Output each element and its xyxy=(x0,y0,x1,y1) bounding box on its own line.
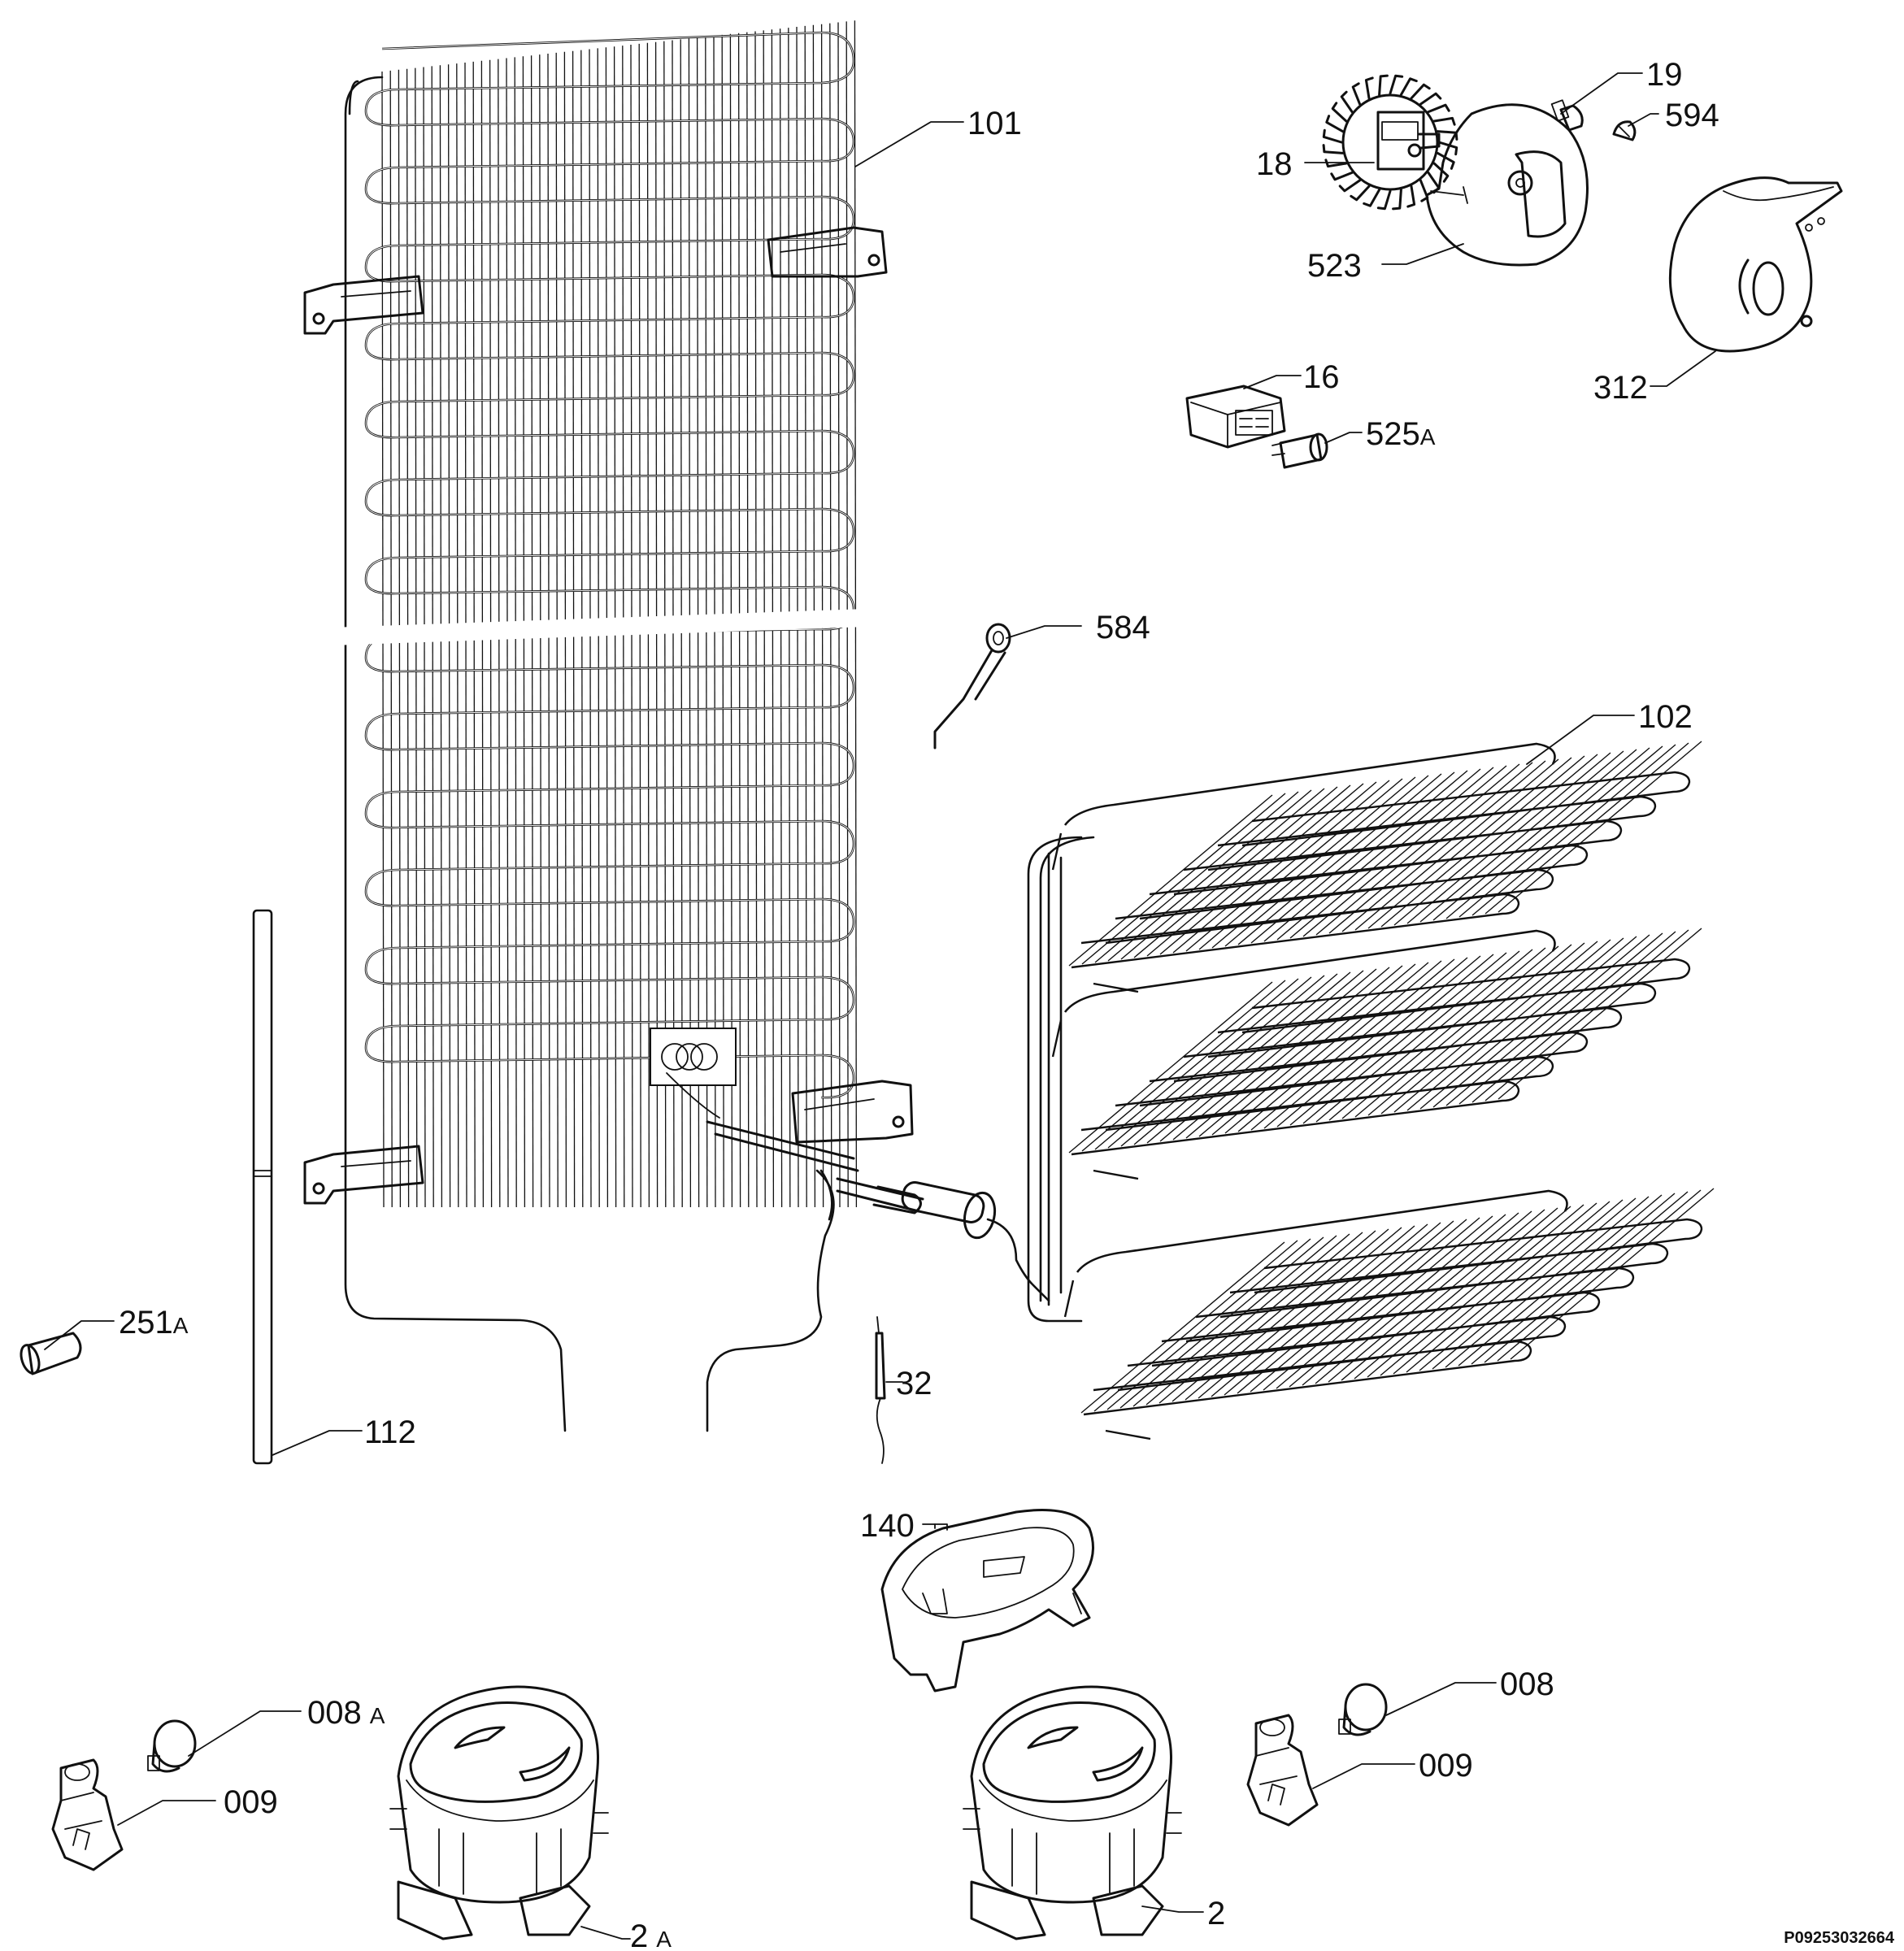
leader-lines xyxy=(44,72,1716,1940)
condenser-grid xyxy=(303,20,914,1432)
start-relay-right xyxy=(1246,1714,1319,1827)
label-16: 16 xyxy=(1303,359,1340,395)
overload-protector-right xyxy=(1338,1683,1388,1736)
label-584: 584 xyxy=(1096,610,1150,645)
pipe-insulation-tube xyxy=(252,909,273,1465)
start-relay-left xyxy=(51,1758,124,1871)
capillary-coil xyxy=(650,1028,737,1119)
label-112: 112 xyxy=(364,1414,416,1450)
compressor-a xyxy=(389,1685,609,1940)
sensor-probe xyxy=(875,1316,886,1464)
part-labels: 101 102 112 251A 32 584 18 19 594 523 31… xyxy=(119,57,1895,1951)
label-523: 523 xyxy=(1307,248,1362,284)
bulb-holder xyxy=(1550,99,1584,132)
filter-drier xyxy=(706,1120,1050,1302)
label-32: 32 xyxy=(896,1366,932,1401)
label-102: 102 xyxy=(1638,699,1693,735)
sleeve-part xyxy=(20,1332,82,1375)
label-2: 2 xyxy=(1207,1896,1225,1931)
label-009-right: 009 xyxy=(1419,1748,1473,1784)
condenser-bracket-bottom-left xyxy=(303,1145,424,1205)
label-594: 594 xyxy=(1665,98,1719,133)
lamp-cap xyxy=(1612,120,1637,141)
overload-protector-left xyxy=(147,1719,197,1773)
condenser-bracket-bottom-right xyxy=(791,1080,914,1144)
drip-tray xyxy=(880,1509,1094,1692)
label-18: 18 xyxy=(1256,146,1293,182)
lamp-cover xyxy=(1668,176,1843,353)
light-switch xyxy=(1185,385,1286,449)
drawing-number: P09253032664 xyxy=(1784,1929,1895,1947)
wire-clip xyxy=(933,623,1011,750)
fan-motor xyxy=(1322,74,1458,211)
label-312: 312 xyxy=(1593,370,1648,406)
label-101: 101 xyxy=(967,106,1022,141)
label-140: 140 xyxy=(860,1508,915,1544)
label-19: 19 xyxy=(1646,57,1683,93)
label-251: 251A xyxy=(119,1305,189,1340)
push-button xyxy=(1272,432,1328,469)
compressor-b xyxy=(963,1685,1182,1940)
label-009-left: 009 xyxy=(224,1784,278,1820)
evaporator-shelves xyxy=(1027,741,1715,1440)
condenser-bracket-top-left xyxy=(303,275,424,335)
condenser-bracket-top-right xyxy=(767,226,888,278)
label-525: 525A xyxy=(1366,416,1436,452)
fan-housing xyxy=(1425,103,1589,267)
label-008: 008 xyxy=(1500,1666,1554,1702)
